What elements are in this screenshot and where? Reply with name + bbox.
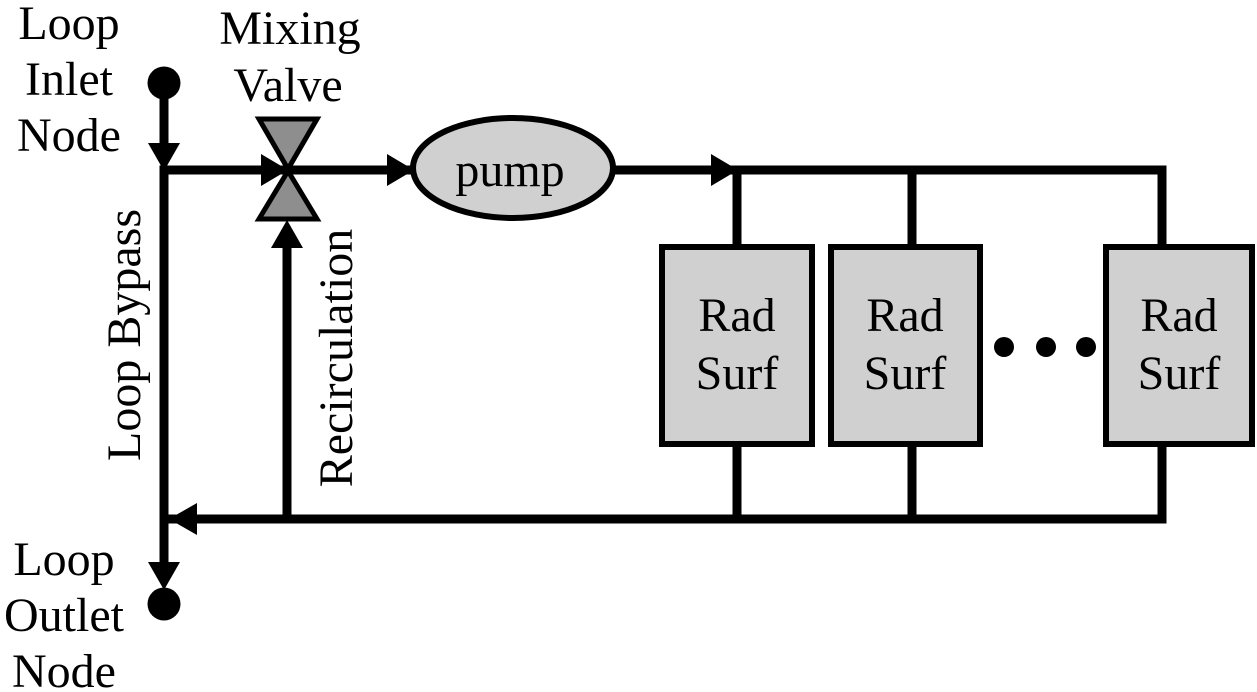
mixing-valve-bottom-triangle-icon <box>254 166 322 222</box>
pump-symbol <box>410 115 616 221</box>
pump-inflow-arrow-icon <box>387 154 414 186</box>
loop-outlet-node-label-line1: Loop <box>13 533 114 586</box>
ellipsis-dot-2 <box>1036 337 1056 357</box>
loop-inlet-node-label-line3: Node <box>17 109 121 162</box>
loop-outlet-node-label: Loop Outlet Node <box>4 533 125 692</box>
loop-inlet-node-marker <box>147 66 181 100</box>
rad-surf-box-2 <box>828 244 983 447</box>
more-surfaces-ellipsis-icon <box>994 337 1096 357</box>
loop-outlet-node-marker <box>147 587 181 621</box>
inlet-flow-arrow-icon <box>148 143 180 171</box>
loop-outlet-node-label-line2: Outlet <box>4 589 125 642</box>
loop-inlet-node-label-line2: Inlet <box>25 53 114 106</box>
rad-surf-2-label-line1: Rad <box>866 289 943 342</box>
loop-inlet-node-label: Loop Inlet Node <box>17 0 121 162</box>
outlet-flow-arrow-icon <box>148 562 180 590</box>
rad-surf-box-3 <box>1103 244 1255 447</box>
valve-inflow-arrow-icon <box>261 154 288 186</box>
mixing-valve-label-line1: Mixing <box>219 2 360 55</box>
recirculation-arrow-icon <box>271 220 303 248</box>
ellipsis-dot-3 <box>1076 337 1096 357</box>
loop-inlet-node-label-line1: Loop <box>18 0 119 50</box>
branch-supply-arrow-icon <box>711 154 738 186</box>
mixing-valve-label-line2: Valve <box>233 59 342 112</box>
ellipsis-dot-1 <box>994 337 1014 357</box>
loop-outlet-node-label-line3: Node <box>12 645 116 692</box>
rad-surf-2-label-line2: Surf <box>864 347 947 400</box>
recirculation-label: Recirculation <box>310 229 363 488</box>
rad-surf-1-label-line1: Rad <box>698 289 775 342</box>
rad-surf-3-label-line2: Surf <box>1138 347 1221 400</box>
loop-bypass-label: Loop Bypass <box>98 209 151 461</box>
mixing-valve-top-triangle-icon <box>254 116 322 174</box>
rad-surf-1-label-line2: Surf <box>696 347 779 400</box>
rad-surf-box-1 <box>659 244 815 447</box>
rad-surf-3-label-line1: Rad <box>1140 289 1217 342</box>
mixing-valve-label: Mixing Valve <box>219 2 360 112</box>
return-flow-arrow-icon <box>169 503 197 535</box>
pump-label: pump <box>455 144 564 197</box>
